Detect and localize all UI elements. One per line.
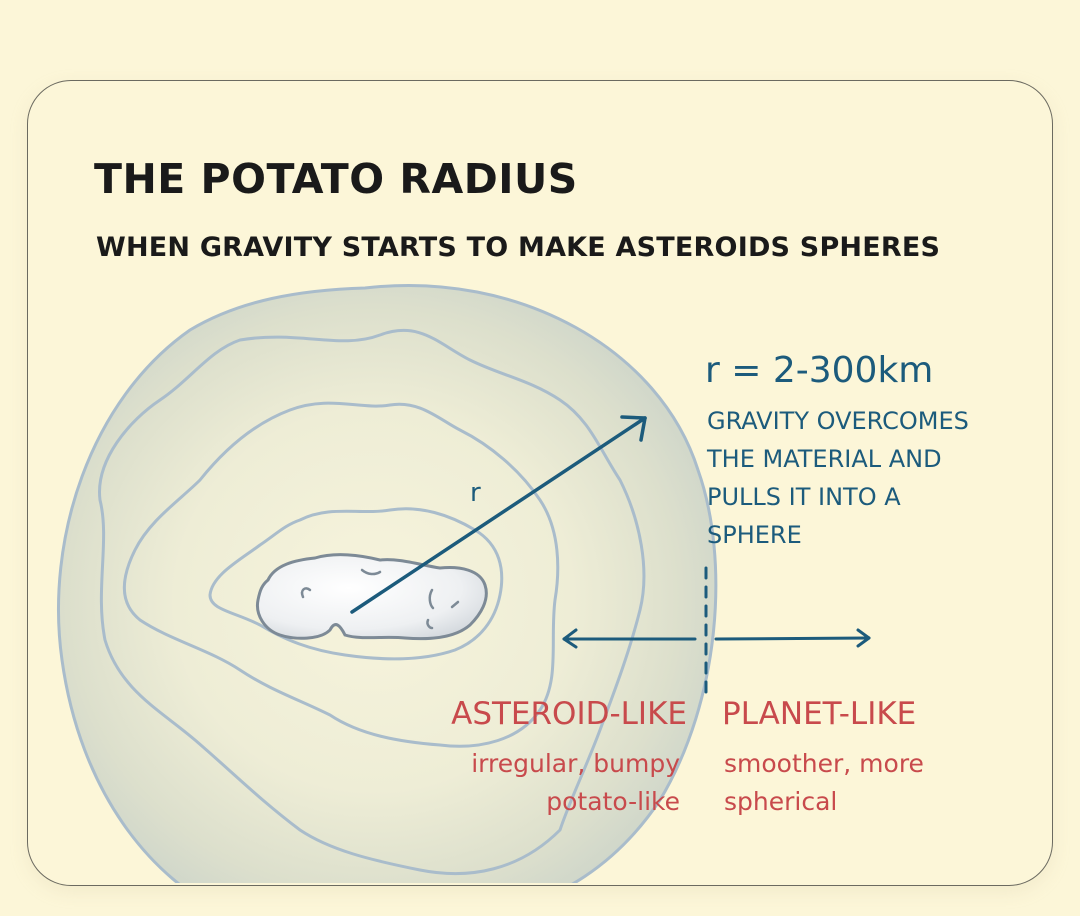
explanation-line: SPHERE [707, 521, 802, 549]
asteroid-like-title: ASTEROID-LIKE [451, 696, 687, 732]
contour-outer [98, 328, 646, 876]
planet-like-description: smoother, more spherical [724, 745, 984, 821]
explanation-line: GRAVITY OVERCOMES [707, 407, 969, 435]
diagram-title: THE POTATO RADIUS [94, 155, 578, 203]
diagram-subtitle: WHEN GRAVITY STARTS TO MAKE ASTEROIDS SP… [96, 232, 941, 263]
radius-explanation: GRAVITY OVERCOMES THE MATERIAL AND PULLS… [707, 402, 1027, 554]
asteroid-like-description: irregular, bumpy potato-like [380, 745, 680, 821]
description-line: smoother, more [724, 749, 924, 778]
arrow-right-icon [714, 628, 871, 648]
explanation-line: PULLS IT INTO A [707, 483, 901, 511]
radius-label: r [470, 478, 481, 508]
description-line: spherical [724, 787, 838, 816]
description-line: potato-like [546, 787, 680, 816]
explanation-line: THE MATERIAL AND [707, 445, 942, 473]
arrow-left-icon [562, 628, 697, 649]
asteroid-potato-icon [255, 553, 488, 641]
planet-like-title: PLANET-LIKE [722, 696, 917, 732]
contour-inner [208, 507, 504, 661]
contour-middle [122, 401, 560, 748]
radius-value: r = 2-300km [705, 350, 934, 391]
radius-arrow [350, 415, 647, 614]
description-line: irregular, bumpy [471, 749, 680, 778]
